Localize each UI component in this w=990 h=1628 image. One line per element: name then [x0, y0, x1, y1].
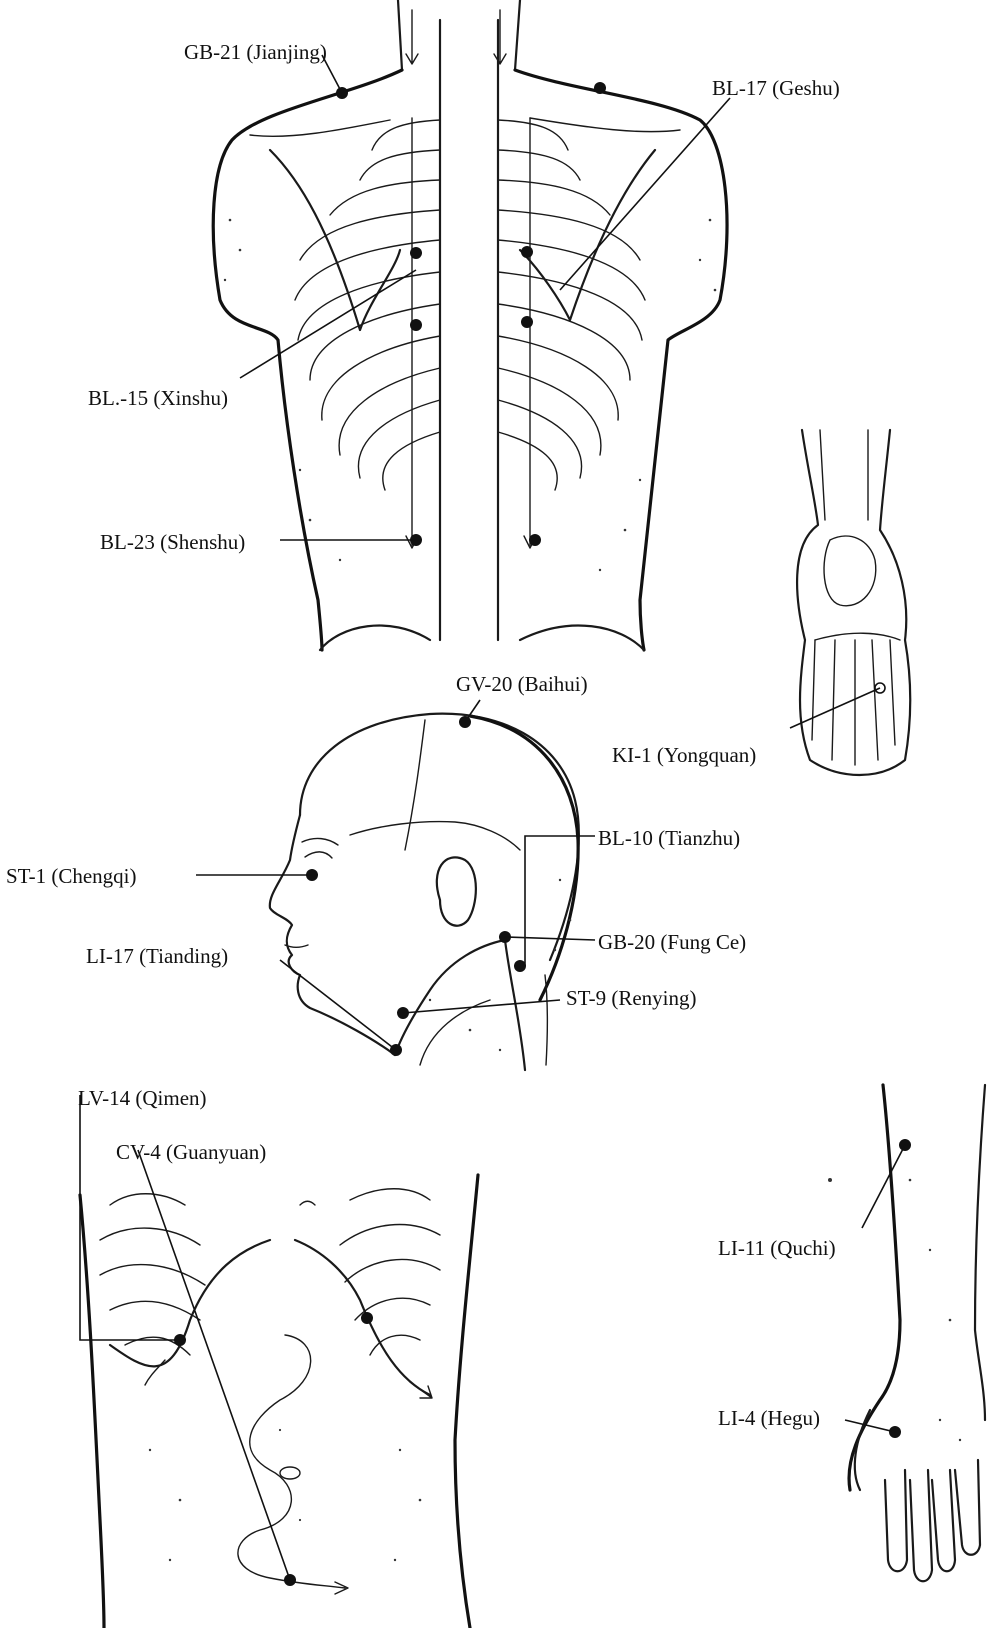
label-cv4: CV-4 (Guanyuan): [116, 1142, 266, 1163]
torso-figure: [80, 1095, 478, 1628]
point-bl15-right-dot: [521, 316, 533, 328]
label-st9: ST-9 (Renying): [566, 988, 696, 1009]
label-li4: LI-4 (Hegu): [718, 1408, 820, 1429]
label-li17: LI-17 (Tianding): [86, 946, 228, 967]
ribs-left: [295, 120, 440, 490]
point-bl17-dot: [410, 247, 422, 259]
back-figure: [213, 0, 730, 650]
label-bl10: BL-10 (Tianzhu): [598, 828, 740, 849]
ribs-front: [100, 1189, 440, 1355]
label-st1: ST-1 (Chengqi): [6, 866, 136, 887]
label-gb20: GB-20 (Fung Ce): [598, 932, 746, 953]
point-gb21-right-dot: [594, 82, 606, 94]
point-cv4-dot: [284, 1574, 296, 1586]
label-bl15: BL.-15 (Xinshu): [88, 388, 228, 409]
foot-figure: [790, 430, 910, 775]
point-lv14-right-dot: [361, 1312, 373, 1324]
point-bl17-right-dot: [521, 246, 533, 258]
label-lv14: LV-14 (Qimen): [78, 1088, 207, 1109]
point-lv14-dot: [174, 1334, 186, 1346]
label-gb21: GB-21 (Jianjing): [184, 42, 327, 63]
label-ki1: KI-1 (Yongquan): [612, 745, 756, 766]
point-bl23-right-dot: [529, 534, 541, 546]
ribs-right: [498, 120, 645, 490]
spine: [440, 20, 498, 640]
arm-figure: [828, 1085, 985, 1581]
label-bl23: BL-23 (Shenshu): [100, 532, 245, 553]
head-figure: [196, 700, 595, 1070]
point-bl15-dot: [410, 319, 422, 331]
label-gv20: GV-20 (Baihui): [456, 674, 588, 695]
label-bl17: BL-17 (Geshu): [712, 78, 840, 99]
label-li11: LI-11 (Quchi): [718, 1238, 836, 1259]
